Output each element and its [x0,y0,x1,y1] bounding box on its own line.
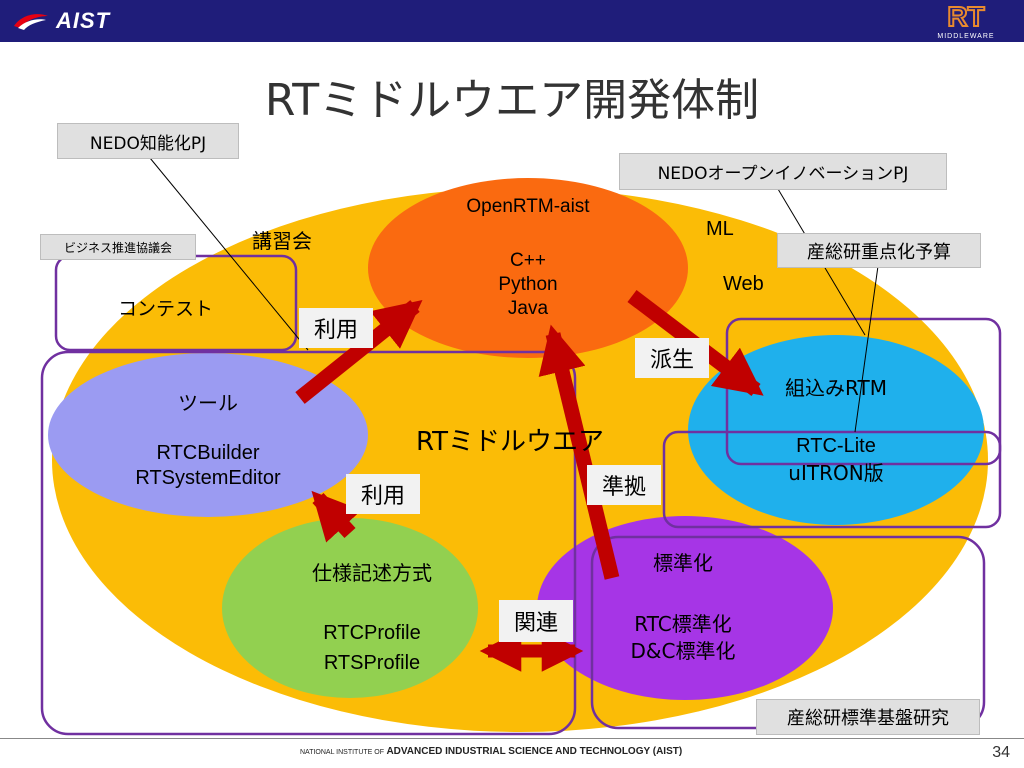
footer-name: ADVANCED INDUSTRIAL SCIENCE AND TECHNOLO… [386,746,683,757]
footer-divider [0,738,1024,739]
nedo-intelligent-box: NEDO知能化PJ [57,123,239,159]
business-council-box: ビジネス推進協議会 [40,234,196,260]
use-tag-openrtm: 利用 [299,308,373,348]
embedded-frame-lower [662,430,1002,529]
comply-tag: 準拠 [587,465,661,505]
standard-label: 標準化 RTC標準化 D&C標準化 [563,550,803,665]
derive-tag: 派生 [635,338,709,378]
aist-swoosh-icon [14,14,48,30]
aist-priority-budget-box: 産総研重点化予算 [777,233,981,268]
spec-label: 仕様記述方式 RTCProfile RTSProfile [252,558,492,678]
spec-name: 仕様記述方式 [312,561,432,585]
tools-item-rtcbuilder: RTCBuilder [156,442,260,464]
openrtm-name: OpenRTM-aist [466,196,590,217]
tools-spec-frame [40,350,577,736]
tools-item-rtsystemeditor: RTSystemEditor [135,467,281,489]
ml-label: ML [706,218,734,240]
openrtm-lang-java: Java [507,298,549,319]
relate-tag: 関連 [499,600,573,642]
tools-label: ツール RTCBuilder RTSystemEditor [88,391,328,491]
page-title: RTミドルウエア開発体制 [264,75,760,126]
embedded-item-rtclite: RTC-Lite [796,435,876,457]
lecture-label: 講習会 [252,229,312,253]
rt-middleware-center-label: RTミドルウエア [415,427,605,457]
footer-institute: NATIONAL INSTITUTE OF ADVANCED INDUSTRIA… [300,746,682,757]
aist-priority-connector [854,265,879,433]
standard-item-dc: D&C標準化 [630,639,736,663]
tools-ellipse [48,353,368,517]
rt-logo-subtitle: MIDDLEWARE [937,33,995,40]
nedo-open-innovation-box: NEDOオープンイノベーションPJ [619,153,947,190]
standard-item-rtc: RTC標準化 [634,612,732,636]
spec-item-rtcprofile: RTCProfile [323,622,421,644]
openrtm-label: OpenRTM-aist C++ Python Java [408,195,648,321]
contest-label: コンテスト [118,298,214,320]
openrtm-lang-cpp: C++ [510,250,546,271]
rt-logo-text: RT [947,1,984,32]
page-number: 34 [992,744,1010,761]
rt-middleware-logo: RT MIDDLEWARE [920,0,1012,42]
standard-to-openrtm-arrow [538,324,620,580]
use-tag-spec: 利用 [346,474,420,514]
aist-logo-text: AIST [56,8,111,33]
aist-logo: AIST [12,6,110,36]
standard-name: 標準化 [653,551,713,575]
openrtm-lang-python: Python [498,274,558,295]
nedo-intelligent-connector [149,157,309,351]
openrtm-ellipse [368,178,688,358]
spec-to-tools-arrow [311,490,362,543]
tools-name: ツール [178,391,238,415]
header-bar: AIST RT MIDDLEWARE [0,0,1024,42]
embedded-name: 組込みRTM [785,376,887,400]
spec-item-rtsprofile: RTSProfile [323,652,421,674]
web-label: Web [723,273,764,295]
rt-logo-mark: RT [946,0,985,33]
spec-ellipse [222,518,478,698]
aist-standard-research-box: 産総研標準基盤研究 [756,699,980,735]
footer-prefix: NATIONAL INSTITUTE OF [300,749,385,756]
embedded-item-uitron: uITRON版 [788,461,884,485]
tools-to-openrtm-arrow [295,300,423,404]
embedded-label: 組込みRTM RTC-Lite uITRON版 [716,375,956,487]
